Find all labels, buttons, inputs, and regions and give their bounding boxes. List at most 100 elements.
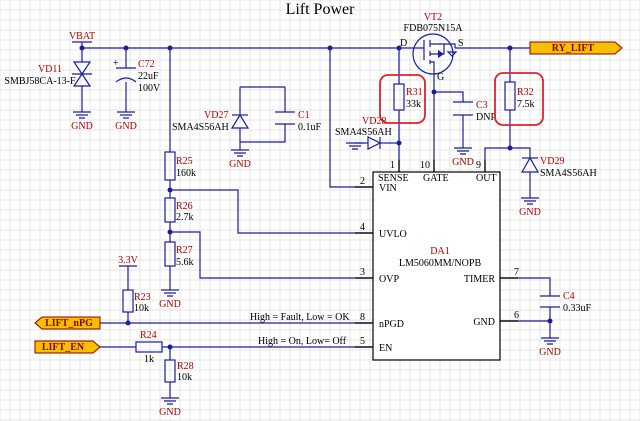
svg-text:nPGD: nPGD xyxy=(379,319,404,330)
schematic-title: Lift Power xyxy=(286,1,356,18)
r24-resistor: R24 1k xyxy=(135,330,163,365)
r26-resistor: R26 2.7k xyxy=(164,197,194,223)
svg-text:10k: 10k xyxy=(134,303,149,314)
junctions xyxy=(79,45,553,350)
svg-text:7.5k: 7.5k xyxy=(517,99,535,110)
svg-text:OVP: OVP xyxy=(379,274,399,285)
gnd-label: GND xyxy=(159,407,181,418)
svg-text:GND: GND xyxy=(473,317,495,328)
svg-text:SMA4S56AH: SMA4S56AH xyxy=(172,122,229,133)
gnd-label: GND xyxy=(115,121,137,132)
svg-text:10: 10 xyxy=(420,160,430,171)
svg-text:9: 9 xyxy=(476,160,481,171)
v33-power-flag: 3.3V xyxy=(118,255,139,267)
svg-text:1: 1 xyxy=(390,160,395,171)
vd28-zener-diode: VD28 SMA4S56AH xyxy=(335,116,392,150)
svg-text:2: 2 xyxy=(360,176,365,187)
vt2-mosfet: VT2 FDB075N15A D S G xyxy=(400,12,464,83)
svg-text:10k: 10k xyxy=(177,372,192,383)
gnd-label: GND xyxy=(229,159,251,170)
r32-resistor: R32 7.5k xyxy=(504,81,535,111)
ry-lift-port[interactable]: RY_LIFT xyxy=(529,41,623,55)
c1-capacitor: C1 0.1uF xyxy=(275,110,322,133)
lift-npg-port[interactable]: LIFT_nPG xyxy=(34,316,101,330)
ground-symbols: GND GND GND GND GND GND GND GND xyxy=(71,111,561,418)
svg-text:33k: 33k xyxy=(406,99,421,110)
r32-highlight-box xyxy=(494,72,544,126)
svg-text:SMBJ58CA-13-F: SMBJ58CA-13-F xyxy=(4,76,76,87)
svg-text:0.33uF: 0.33uF xyxy=(563,303,592,314)
svg-text:TIMER: TIMER xyxy=(464,274,495,285)
ground-symbol: GND xyxy=(539,337,561,358)
ground-symbol: GND xyxy=(71,111,93,132)
ground-symbol: GND xyxy=(519,197,541,218)
svg-text:GATE: GATE xyxy=(423,173,449,184)
svg-text:3: 3 xyxy=(360,267,365,278)
svg-text:C1: C1 xyxy=(298,110,310,121)
lift-en-port[interactable]: LIFT_EN xyxy=(34,340,101,354)
svg-text:R31: R31 xyxy=(406,87,423,98)
svg-text:0.1uF: 0.1uF xyxy=(298,122,322,133)
svg-text:UVLO: UVLO xyxy=(379,229,407,240)
svg-text:R28: R28 xyxy=(177,361,194,372)
en-note: High = On, Low= Off xyxy=(258,336,347,347)
gnd-label: GND xyxy=(519,207,541,218)
svg-text:22uF: 22uF xyxy=(138,71,159,82)
svg-text:R32: R32 xyxy=(517,87,534,98)
svg-text:R25: R25 xyxy=(176,156,193,167)
r28-resistor: R28 10k xyxy=(164,359,194,383)
wires xyxy=(81,47,551,398)
svg-text:C3: C3 xyxy=(476,100,488,111)
svg-text:R24: R24 xyxy=(140,330,157,341)
svg-text:LIFT_EN: LIFT_EN xyxy=(42,342,85,353)
ground-symbol: GND xyxy=(452,147,474,168)
svg-text:+: + xyxy=(113,58,119,69)
svg-text:R23: R23 xyxy=(134,292,151,303)
r31-resistor: R31 33k xyxy=(393,83,423,111)
svg-text:5.6k: 5.6k xyxy=(176,257,194,268)
svg-text:4: 4 xyxy=(360,222,365,233)
gnd-label: GND xyxy=(71,121,93,132)
vd27-zener-diode: VD27 SMA4S56AH xyxy=(172,110,250,133)
r27-resistor: R27 5.6k xyxy=(164,241,194,268)
c4-capacitor: C4 0.33uF xyxy=(540,291,592,314)
svg-text:C72: C72 xyxy=(138,59,155,70)
svg-text:8: 8 xyxy=(360,312,365,323)
svg-text:2.7k: 2.7k xyxy=(176,212,194,223)
ground-symbol: GND xyxy=(159,397,181,418)
svg-text:EN: EN xyxy=(379,343,392,354)
vbat-power-flag: VBAT xyxy=(69,31,95,48)
svg-text:RY_LIFT: RY_LIFT xyxy=(552,43,595,54)
svg-text:C4: C4 xyxy=(563,291,575,302)
da1-ref: DA1 xyxy=(430,246,449,257)
svg-text:FDB075N15A: FDB075N15A xyxy=(404,23,464,34)
svg-text:LIFT_nPG: LIFT_nPG xyxy=(45,318,93,329)
svg-text:S: S xyxy=(458,38,464,49)
c3-capacitor: C3 DNP xyxy=(453,100,496,123)
c72-capacitor: + C72 22uF 100V xyxy=(113,58,161,94)
vd11-tvs-diode: VD11 SMBJ58CA-13-F xyxy=(4,61,92,87)
r25-resistor: R25 160k xyxy=(164,151,196,181)
svg-text:DNP: DNP xyxy=(476,112,496,123)
svg-text:VIN: VIN xyxy=(379,183,397,194)
svg-text:100V: 100V xyxy=(138,83,161,94)
svg-text:D: D xyxy=(400,38,407,49)
vd29-zener-diode: VD29 SMA4S56AH xyxy=(520,156,597,179)
r31-highlight-box xyxy=(379,74,426,124)
da1-ic: 1 10 9 SENSE GATE OUT VIN UVLO OVP nPGD … xyxy=(355,160,519,361)
gnd-label: GND xyxy=(159,299,181,310)
svg-text:1k: 1k xyxy=(144,354,154,365)
svg-text:SENSE: SENSE xyxy=(378,173,409,184)
ground-symbol xyxy=(346,142,364,150)
ground-symbol: GND xyxy=(159,289,181,310)
gnd-label: GND xyxy=(452,157,474,168)
svg-text:SMA4S56AH: SMA4S56AH xyxy=(335,127,392,138)
svg-text:VD27: VD27 xyxy=(204,110,228,121)
da1-value: LM5060MM/NOPB xyxy=(399,258,482,269)
svg-text:R26: R26 xyxy=(176,201,193,212)
ground-symbol: GND xyxy=(229,149,251,170)
svg-text:SMA4S56AH: SMA4S56AH xyxy=(540,168,597,179)
svg-text:VD28: VD28 xyxy=(362,116,386,127)
svg-text:VBAT: VBAT xyxy=(69,31,95,42)
